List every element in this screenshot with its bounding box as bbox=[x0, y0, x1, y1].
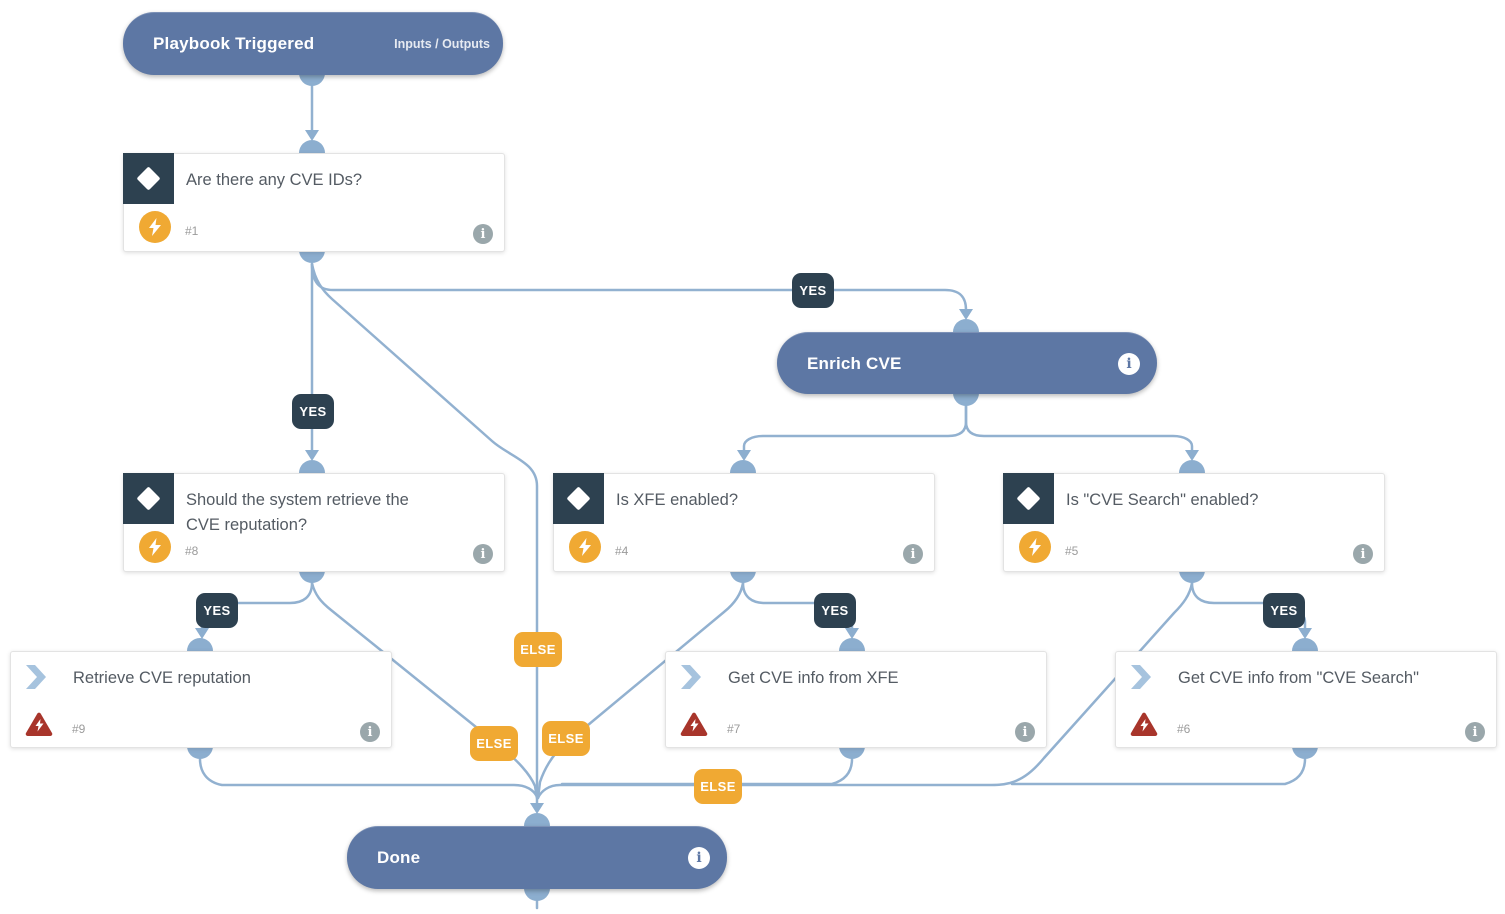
task-number: #9 bbox=[72, 722, 86, 736]
node-title: Get CVE info from "CVE Search" bbox=[1178, 669, 1419, 687]
info-icon[interactable]: i bbox=[1465, 722, 1485, 742]
task-number: #4 bbox=[615, 544, 629, 558]
task-number: #8 bbox=[185, 544, 199, 558]
node-title: Is "CVE Search" enabled? bbox=[1066, 491, 1259, 509]
task-chevron-icon bbox=[1131, 665, 1151, 694]
task-chevron-icon bbox=[681, 665, 701, 694]
info-icon[interactable]: i bbox=[473, 224, 493, 244]
task-number: #6 bbox=[1177, 722, 1191, 736]
edge-label-yes-enrich: YES bbox=[792, 273, 834, 308]
condition-diamond-icon bbox=[123, 153, 174, 204]
condition-diamond-icon bbox=[123, 473, 174, 524]
edge-label-yes-task7: YES bbox=[814, 593, 856, 628]
section-title: Enrich CVE bbox=[807, 353, 902, 373]
automation-bolt-icon bbox=[139, 211, 171, 243]
node-title: Should the system retrieve the CVE reput… bbox=[186, 491, 409, 534]
error-warning-icon bbox=[1130, 712, 1158, 742]
automation-bolt-icon bbox=[569, 531, 601, 563]
edge-label-else-cond4: ELSE bbox=[542, 721, 590, 756]
edge-label-yes-cond8: YES bbox=[292, 394, 334, 429]
error-warning-icon bbox=[25, 712, 53, 742]
node-done[interactable]: Done i bbox=[347, 826, 727, 889]
playbook-title: Playbook Triggered bbox=[153, 34, 315, 53]
edge-enrich-to-cond5 bbox=[964, 404, 1194, 452]
inputs-outputs-link[interactable]: Inputs / Outputs bbox=[394, 37, 490, 51]
condition-diamond-icon bbox=[553, 473, 604, 524]
done-title: Done bbox=[377, 848, 421, 867]
edge-task9-to-done bbox=[198, 757, 539, 799]
info-icon[interactable]: i bbox=[360, 722, 380, 742]
node-enrich-cve[interactable]: Enrich CVE i bbox=[777, 332, 1157, 394]
info-icon[interactable]: i bbox=[1353, 544, 1373, 564]
node-cond-retrieve-reputation[interactable]: Should the system retrieve the CVE reput… bbox=[123, 473, 505, 572]
edge-enrich-to-cond4 bbox=[742, 404, 968, 452]
automation-bolt-icon bbox=[139, 531, 171, 563]
info-icon[interactable]: i bbox=[688, 847, 710, 869]
edge-label-yes-task6: YES bbox=[1263, 593, 1305, 628]
edge-task6-to-done bbox=[1010, 757, 1307, 786]
info-icon[interactable]: i bbox=[1118, 352, 1140, 375]
node-cond-cve-ids[interactable]: Are there any CVE IDs? #1 i bbox=[123, 153, 505, 252]
node-title: Are there any CVE IDs? bbox=[186, 171, 363, 189]
edge-cond5-else-to-done bbox=[536, 581, 1194, 800]
edge-label-else-cond1: ELSE bbox=[514, 632, 562, 667]
node-task-retrieve-reputation[interactable]: Retrieve CVE reputation #9 i bbox=[10, 651, 392, 748]
node-playbook-triggered[interactable]: Playbook Triggered Inputs / Outputs bbox=[123, 12, 503, 75]
info-icon[interactable]: i bbox=[903, 544, 923, 564]
edge-label-else-cond8: ELSE bbox=[470, 726, 518, 761]
edge-cond1-else-to-done bbox=[310, 262, 539, 805]
edge-label-yes-task9: YES bbox=[196, 593, 238, 628]
edge-cond1-yes-to-enrich bbox=[310, 262, 968, 311]
node-title: Get CVE info from XFE bbox=[728, 669, 899, 687]
task-chevron-icon bbox=[26, 665, 46, 694]
task-number: #1 bbox=[185, 224, 199, 238]
node-title: Is XFE enabled? bbox=[616, 491, 738, 509]
node-cond-xfe-enabled[interactable]: Is XFE enabled? #4 i bbox=[553, 473, 935, 572]
node-cond-cve-search-enabled[interactable]: Is "CVE Search" enabled? #5 i bbox=[1003, 473, 1385, 572]
task-number: #7 bbox=[727, 722, 741, 736]
node-title: Retrieve CVE reputation bbox=[73, 669, 251, 687]
task-number: #5 bbox=[1065, 544, 1079, 558]
error-warning-icon bbox=[680, 712, 708, 742]
automation-bolt-icon bbox=[1019, 531, 1051, 563]
node-task-get-cve-xfe[interactable]: Get CVE info from XFE #7 i bbox=[665, 651, 1047, 748]
arrowheads bbox=[195, 130, 1312, 814]
info-icon[interactable]: i bbox=[473, 544, 493, 564]
condition-diamond-icon bbox=[1003, 473, 1054, 524]
edge-task7-to-done bbox=[560, 757, 854, 786]
node-task-get-cve-search[interactable]: Get CVE info from "CVE Search" #6 i bbox=[1115, 651, 1497, 748]
info-icon[interactable]: i bbox=[1015, 722, 1035, 742]
edge-label-else-cond5: ELSE bbox=[694, 769, 742, 804]
